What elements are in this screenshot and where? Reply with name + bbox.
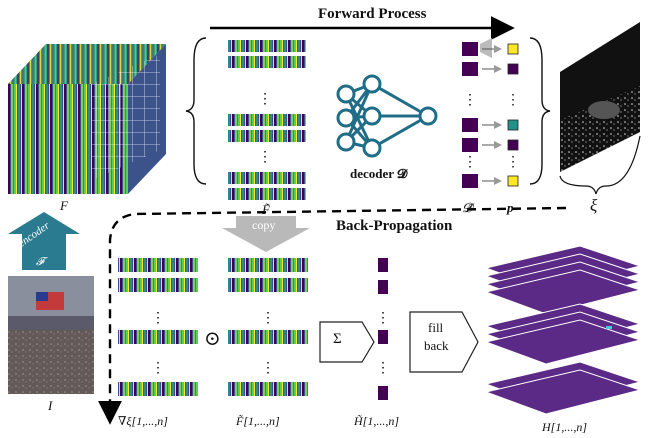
fill-back-box: [409, 311, 479, 373]
left-brace: [185, 37, 207, 185]
h-stack-top: [484, 245, 642, 315]
label-p: p: [507, 200, 514, 215]
label-xi: ξ: [590, 196, 598, 215]
feature-cube-F: [8, 44, 166, 194]
svg-text:⋮: ⋮: [258, 149, 272, 165]
label-F: F: [60, 198, 68, 213]
svg-text:⋮: ⋮: [151, 310, 165, 326]
label-I: I: [48, 398, 53, 413]
sum-box: [319, 321, 375, 363]
forward-process-title: Forward Process: [318, 6, 427, 22]
encoder-symbol: 𝓕: [36, 256, 45, 268]
h-stack-bottom: [484, 361, 642, 415]
right-brace: [529, 37, 551, 185]
label-H-tilde-n: H̃[1,...,n]: [354, 414, 400, 428]
svg-text:⋮: ⋮: [261, 310, 275, 326]
d-tilde-column: ⋮ ⋮: [462, 38, 502, 188]
grad-xi-strips: ⋮ ⋮: [118, 258, 198, 396]
p-column: ⋮ ⋮: [506, 43, 520, 187]
xi-brace: [559, 135, 641, 195]
svg-text:⋮: ⋮: [151, 360, 165, 376]
encoder-arrow: [8, 212, 80, 270]
f-tilde-n-strips: ⋮ ⋮: [228, 258, 308, 396]
back-label: back: [424, 338, 449, 353]
label-F-tilde: F̃: [262, 202, 270, 217]
neural-network-icon: [336, 74, 438, 158]
hadamard-product-icon: ⊙: [204, 328, 221, 350]
svg-text:⋮: ⋮: [258, 91, 272, 107]
label-H-n: H[1,...,n]: [542, 420, 588, 434]
copy-arrow: [222, 216, 310, 252]
label-grad-xi: ∇ξ[1,...,n]: [118, 414, 168, 428]
svg-text:⋮: ⋮: [506, 154, 520, 170]
label-decoder: decoder 𝓓: [350, 166, 408, 181]
backprop-title: Back-Propagation: [336, 218, 453, 234]
copy-label: copy: [252, 218, 276, 232]
fill-label: fill: [428, 320, 444, 335]
svg-text:⋮: ⋮: [506, 92, 520, 108]
svg-text:⋮: ⋮: [261, 360, 275, 376]
label-D-tilde: 𝓓̃: [462, 200, 472, 215]
backprop-dashed-path: [98, 206, 567, 425]
svg-text:⋮: ⋮: [463, 154, 477, 170]
crowd-photo: [8, 276, 94, 394]
f-tilde-strips: ⋮ ⋮: [228, 40, 306, 200]
svg-text:⋮: ⋮: [376, 310, 390, 326]
svg-text:⋮: ⋮: [376, 360, 390, 376]
h-stack-mid: [484, 303, 642, 365]
label-F-tilde-n: F̃[1,...,n]: [236, 414, 280, 428]
h-tilde-column: ⋮ ⋮: [376, 258, 390, 400]
sum-symbol: Σ: [333, 331, 342, 347]
svg-text:⋮: ⋮: [463, 92, 477, 108]
density-map-image: [560, 22, 640, 172]
